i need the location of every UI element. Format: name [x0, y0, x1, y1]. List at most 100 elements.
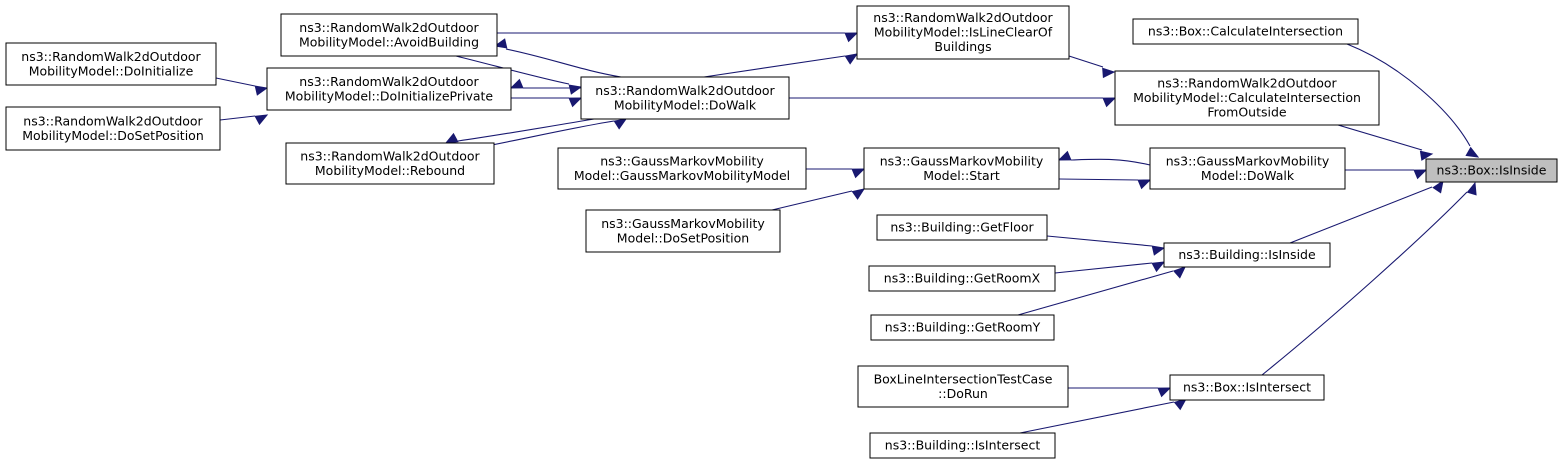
node-label-line: ::DoRun: [938, 386, 988, 401]
node-label-line: ns3::Box::IsIntersect: [1183, 380, 1311, 395]
edge-arrowhead: [254, 85, 269, 96]
node-label-line: ns3::RandomWalk2dOutdoor: [299, 20, 479, 35]
node-rw-doinit[interactable]: ns3::RandomWalk2dOutdoorMobilityModel::D…: [5, 42, 217, 86]
edge-rw_doinitpriv-to-rw_dowalk: [511, 97, 583, 108]
node-box: [1169, 374, 1325, 401]
node-bld-isinside[interactable]: ns3::Building::IsInside: [1163, 242, 1331, 268]
node-box-calcint[interactable]: ns3::Box::CalculateIntersection: [1132, 18, 1359, 45]
edge-arrowhead: [509, 78, 524, 89]
node-label-line: ns3::Building::IsIntersect: [885, 438, 1041, 453]
edge-arrowhead: [568, 84, 583, 95]
edge-line: [1046, 235, 1153, 247]
node-bld-getroomx[interactable]: ns3::Building::GetRoomX: [868, 265, 1056, 292]
node-label-line: Model::GaussMarkovMobilityModel: [574, 168, 790, 183]
edge-line: [1017, 270, 1174, 316]
node-bld-getfloor[interactable]: ns3::Building::GetFloor: [876, 214, 1048, 241]
node-label-line: MobilityModel::Rebound: [315, 163, 465, 178]
node-test-dorun[interactable]: BoxLineIntersectionTestCase::DoRun: [857, 365, 1069, 408]
edge-box_calcint-to-box_isinside: [1346, 43, 1480, 158]
node-box: [876, 214, 1048, 241]
edge-bld_getfloor-to-bld_isinside: [1046, 235, 1166, 256]
edge-rw_calcint_fo-to-box_isinside: [1337, 124, 1434, 161]
edge-arrowhead: [568, 97, 583, 108]
edge-line: [455, 55, 570, 85]
node-rw-calcint-fo[interactable]: ns3::RandomWalk2dOutdoorMobilityModel::C…: [1114, 70, 1380, 126]
node-label-line: ns3::RandomWalk2dOutdoor: [23, 113, 203, 128]
edge-arrowhead: [1172, 266, 1186, 279]
node-gm-start[interactable]: ns3::GaussMarkovMobilityModel::Start: [863, 147, 1060, 190]
node-label-line: BoxLineIntersectionTestCase: [874, 371, 1053, 386]
node-box: [1425, 158, 1558, 183]
node-rw-rebound[interactable]: ns3::RandomWalk2dOutdoorMobilityModel::R…: [285, 142, 495, 185]
edge-arrowhead: [1413, 169, 1428, 180]
node-box: [5, 106, 221, 151]
edge-arrowhead: [444, 132, 459, 144]
node-label-line: ns3::RandomWalk2dOutdoor: [1157, 76, 1337, 91]
edge-line: [219, 115, 256, 121]
node-box: [869, 432, 1056, 459]
node-box-isinside[interactable]: ns3::Box::IsInside: [1425, 158, 1558, 183]
node-label-line: ns3::RandomWalk2dOutdoor: [595, 83, 775, 98]
edge-arrowhead: [1157, 387, 1172, 398]
edge-line: [1058, 178, 1139, 181]
edge-gm_dosetpos-to-gm_start: [771, 188, 866, 211]
edge-arrowhead: [1151, 261, 1166, 273]
edge-arrowhead: [1057, 150, 1072, 161]
node-label-line: MobilityModel::DoWalk: [614, 97, 757, 112]
edge-gm_ctor-to-gm_start: [806, 168, 866, 179]
node-label-line: ns3::GaussMarkovMobility: [880, 153, 1044, 168]
edge-bld_getroomy-to-bld_isinside: [1017, 266, 1186, 316]
edge-line: [1337, 124, 1423, 151]
node-box: [266, 67, 512, 111]
node-bld-getroomy[interactable]: ns3::Building::GetRoomY: [870, 314, 1055, 341]
node-rw-dosetpos[interactable]: ns3::RandomWalk2dOutdoorMobilityModel::D…: [5, 106, 221, 151]
edge-line: [1346, 43, 1471, 147]
edge-bld_isintersect-to-box_isintersect: [1019, 398, 1188, 434]
edge-rw_doinit-to-rw_doinitpriv: [215, 77, 269, 96]
node-rw-dowalk[interactable]: ns3::RandomWalk2dOutdoorMobilityModel::D…: [580, 76, 790, 120]
node-box: [1163, 242, 1331, 268]
edge-arrowhead: [1151, 245, 1166, 256]
node-gm-ctor[interactable]: ns3::GaussMarkovMobilityModel::GaussMark…: [557, 147, 807, 190]
node-gm-dowalk[interactable]: ns3::GaussMarkovMobilityModel::DoWalk: [1149, 147, 1346, 190]
node-bld-isintersect[interactable]: ns3::Building::IsIntersect: [869, 432, 1056, 459]
node-rw-avoid[interactable]: ns3::RandomWalk2dOutdoorMobilityModel::A…: [280, 13, 498, 57]
node-label-line: Model::Start: [923, 168, 1000, 183]
node-label-line: MobilityModel::DoSetPosition: [22, 128, 204, 143]
node-label-line: ns3::GaussMarkovMobility: [1166, 153, 1330, 168]
node-label-line: MobilityModel::CalculateIntersection: [1133, 90, 1361, 105]
node-box: [1114, 70, 1380, 126]
edge-arrowhead: [1102, 97, 1117, 108]
node-rw-islineclear[interactable]: ns3::RandomWalk2dOutdoorMobilityModel::I…: [856, 5, 1070, 60]
edge-rw_dowalk-to-rw_islineclear: [703, 53, 859, 78]
node-label-line: FromOutside: [1207, 105, 1287, 120]
edge-rw_dowalk-to-rw_doinitpriv: [509, 78, 581, 89]
edge-line: [1070, 158, 1151, 166]
node-label-line: Model::DoSetPosition: [617, 230, 749, 245]
node-label-line: ns3::Building::IsInside: [1178, 247, 1316, 262]
edge-line: [703, 55, 846, 78]
node-label-line: ns3::Building::GetFloor: [890, 220, 1034, 235]
edge-rw_dosetpos-to-rw_doinitpriv: [219, 114, 269, 126]
edge-line: [1019, 401, 1175, 434]
edges-layer: [215, 32, 1480, 434]
node-label-line: ns3::Box::CalculateIntersection: [1148, 24, 1343, 39]
node-box: [557, 147, 807, 190]
node-box: [870, 314, 1055, 341]
edge-gm_dowalk-to-box_isinside: [1345, 169, 1428, 180]
node-box: [868, 265, 1056, 292]
edge-arrowhead: [1465, 146, 1480, 158]
node-box-isintersect[interactable]: ns3::Box::IsIntersect: [1169, 374, 1325, 401]
edge-arrowhead: [254, 114, 269, 126]
node-gm-dosetpos[interactable]: ns3::GaussMarkovMobilityModel::DoSetPosi…: [585, 209, 781, 253]
edge-rw_avoid-to-rw_islineclear: [497, 32, 859, 43]
node-label-line: MobilityModel::DoInitialize: [29, 63, 194, 78]
edge-arrowhead: [1102, 67, 1116, 79]
node-label-line: ns3::GaussMarkovMobility: [600, 153, 764, 168]
edge-arrowhead: [844, 32, 859, 43]
edge-line: [1261, 191, 1468, 376]
edge-rw_dowalk-to-rw_avoid: [493, 38, 622, 78]
edge-rw_dowalk-to-rw_rebound: [444, 118, 595, 144]
node-rw-doinitpriv[interactable]: ns3::RandomWalk2dOutdoorMobilityModel::D…: [266, 67, 512, 111]
